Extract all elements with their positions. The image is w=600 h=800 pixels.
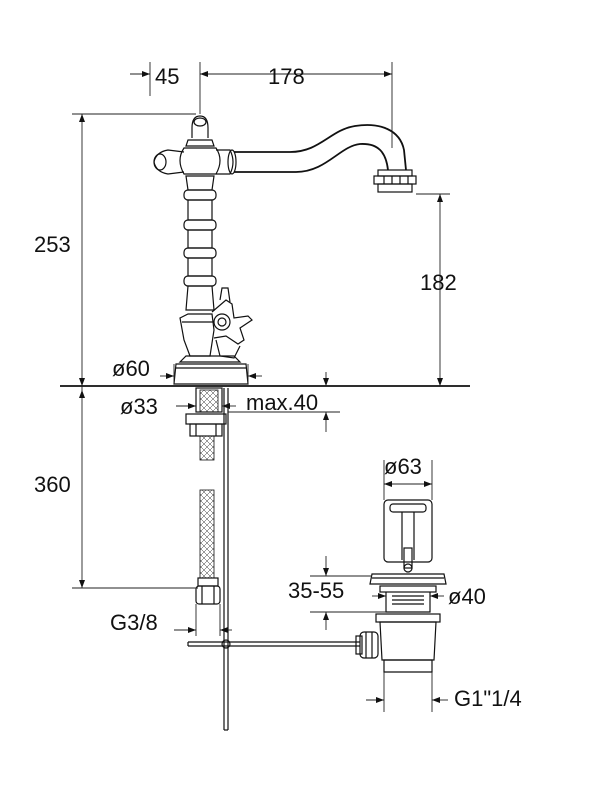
faucet bbox=[60, 115, 470, 387]
dim-hose-length: 360 bbox=[34, 472, 71, 497]
dim-waste-diameter: ø63 bbox=[384, 454, 422, 479]
dim-max-thickness: max.40 bbox=[246, 390, 318, 415]
dim-shank-diameter: ø33 bbox=[120, 394, 158, 419]
dim-total-height: 253 bbox=[34, 232, 71, 257]
dim-spacing: 45 bbox=[155, 64, 179, 89]
popup-waste bbox=[355, 499, 447, 673]
dim-inlet-thread: G3/8 bbox=[110, 610, 158, 635]
dimensions bbox=[72, 62, 450, 712]
dim-base-diameter: ø60 bbox=[112, 356, 150, 381]
dim-waste-range: 35-55 bbox=[288, 578, 344, 603]
dim-spout-height: 182 bbox=[420, 270, 457, 295]
dim-waste-thread: G1"1/4 bbox=[454, 686, 522, 711]
shank-and-hoses bbox=[185, 387, 360, 731]
dim-reach: 178 bbox=[268, 64, 305, 89]
dim-waste-hole: ø40 bbox=[448, 584, 486, 609]
